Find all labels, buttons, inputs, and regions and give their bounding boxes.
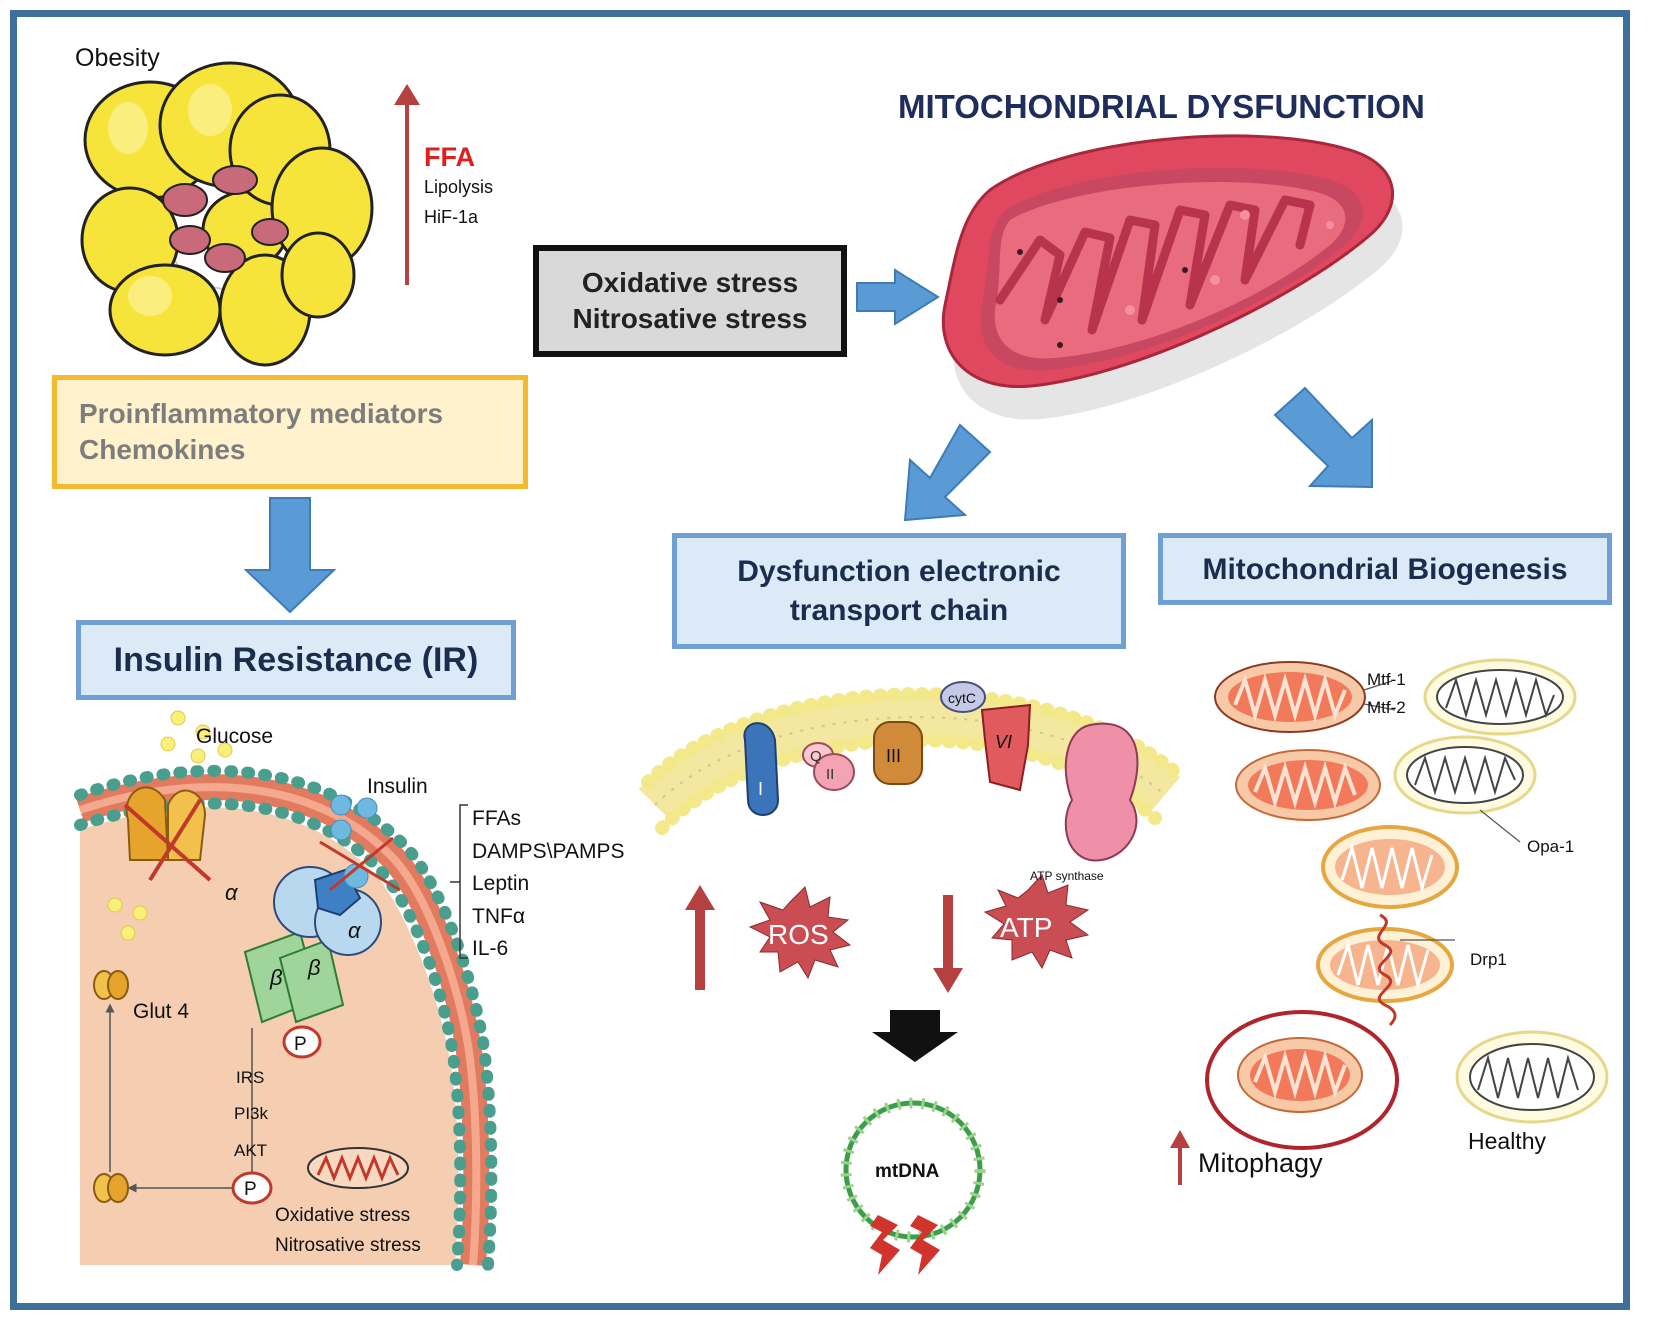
mtf1-label: Mtf-1	[1367, 670, 1406, 689]
glut4-label: Glut 4	[133, 1000, 190, 1023]
ffa-label: FFA	[424, 142, 475, 172]
factor-item: IL-6	[472, 937, 509, 960]
mito-fission-icon	[1316, 913, 1454, 1027]
black-down-arrow	[872, 1010, 958, 1062]
arrow-mito-to-etc	[903, 423, 992, 522]
small-mitochondrion-icon	[307, 1147, 409, 1189]
factor-item: FFAs	[472, 807, 522, 830]
mtdna-circle-icon	[840, 1097, 986, 1243]
mitophagy-arrowhead-icon	[1170, 1130, 1190, 1148]
opa1-label: Opa-1	[1527, 837, 1575, 856]
ros-up-arrowhead-icon	[685, 885, 715, 910]
insulin-resistance-box: Insulin Resistance (IR)	[76, 620, 516, 700]
biogenesis-label: Mitochondrial Biogenesis	[1202, 552, 1568, 586]
glucose-label: Glucose	[196, 725, 274, 748]
atp-synthase-label: ATP synthase	[1030, 869, 1104, 883]
factor-item: DAMPS\PAMPS	[472, 839, 625, 863]
obesity-label: Obesity	[75, 44, 160, 72]
mtf2-label: Mtf-2	[1367, 698, 1406, 717]
lipolysis-label: Lipolysis	[424, 177, 494, 197]
inflammation-box-line2: Chemokines	[79, 434, 246, 465]
ffa-arrow-head-icon	[394, 84, 420, 105]
inflammation-box: Proinflammatory mediators Chemokines	[52, 375, 528, 489]
mito-fusion-left-icon	[1214, 661, 1366, 733]
atp-synthase-icon	[1064, 722, 1139, 862]
insulin-receptor-icon	[243, 836, 401, 1024]
cytc-icon	[940, 681, 986, 713]
ros-star-icon	[748, 886, 852, 980]
adipocyte-cluster-icon	[80, 61, 374, 367]
mtf1-leader	[1363, 680, 1393, 691]
healthy-mito-icon	[1455, 1030, 1609, 1124]
irs-label: IRS	[236, 1068, 265, 1087]
mtdna-label: mtDNA	[875, 1161, 940, 1182]
drp1-label: Drp1	[1470, 950, 1507, 969]
p-label-akt: P	[244, 1179, 257, 1200]
complex-iii-label: III	[886, 746, 901, 766]
factors-list: FFAs DAMPS\PAMPS Leptin TNFα IL-6	[472, 803, 624, 966]
beta-label-1: β	[269, 965, 283, 990]
insulin-resistance-label: Insulin Resistance (IR)	[113, 640, 479, 679]
mitochondrion-icon	[941, 134, 1403, 420]
cytc-label: cytC	[948, 690, 976, 706]
complex-i-label: I	[758, 779, 763, 799]
akt-label: AKT	[234, 1141, 268, 1160]
arrow-inflammation-to-ir	[243, 497, 337, 614]
figure-frame	[10, 10, 1630, 1310]
arrow-mito-to-biogenesis	[1273, 386, 1373, 489]
dna-damage-lightning-icon	[870, 1215, 940, 1275]
glut4-icon	[93, 970, 129, 1000]
beta-label-2: β	[307, 955, 321, 980]
mtf2-leader	[1363, 703, 1396, 711]
mito-2-right-icon	[1393, 735, 1537, 815]
stress-box: Oxidative stress Nitrosative stress	[533, 245, 847, 357]
arrow-stress-to-mito	[856, 268, 940, 326]
main-title: MITOCHONDRIAL DYSFUNCTION	[898, 88, 1425, 125]
etc-box-line2: transport chain	[789, 594, 1009, 627]
alpha-label-2: α	[348, 918, 362, 943]
complex-ii-label: II	[826, 766, 834, 783]
complex-vi-label: VI	[995, 732, 1012, 752]
stress-box-line2: Nitrosative stress	[572, 303, 808, 334]
glucose-molecules-icon	[107, 710, 233, 941]
healthy-label: Healthy	[1468, 1128, 1546, 1154]
atp-star-icon	[983, 874, 1090, 970]
factor-item: TNFα	[472, 904, 525, 928]
alpha-label-1: α	[225, 880, 239, 905]
opa1-leader	[1479, 809, 1521, 843]
mito-2-left-icon	[1235, 749, 1381, 821]
pi3k-label: PI3k	[234, 1104, 269, 1123]
q-label: Q	[810, 748, 822, 765]
mitophagy-icon	[1205, 1010, 1399, 1150]
complex-ii-icon	[802, 742, 855, 791]
phospho-receptor-circle	[282, 1025, 322, 1059]
p-label-receptor: P	[294, 1034, 307, 1055]
glucose-transporter-icon	[123, 786, 212, 882]
complex-iii-icon	[873, 721, 923, 785]
ros-label: ROS	[768, 919, 829, 950]
complex-vi-icon	[980, 703, 1032, 792]
oxidative-stress-label: Oxidative stress	[275, 1205, 411, 1226]
insulin-molecules-icon	[330, 794, 378, 841]
stress-box-line1: Oxidative stress	[581, 266, 799, 298]
atp-down-arrowhead-icon	[933, 968, 963, 993]
etc-box: Dysfunction electronic transport chain	[672, 533, 1126, 649]
biogenesis-box: Mitochondrial Biogenesis	[1158, 533, 1612, 605]
nitrosative-stress-label: Nitrosative stress	[275, 1235, 421, 1256]
atp-label: ATP	[1000, 912, 1052, 943]
inflammation-box-line1: Proinflammatory mediators	[79, 397, 444, 429]
insulin-label: Insulin	[367, 775, 428, 798]
complex-i-icon	[743, 722, 780, 816]
hif-label: HiF-1a	[424, 207, 479, 227]
factor-item: Leptin	[472, 872, 530, 895]
mito-3-icon	[1321, 825, 1459, 909]
mitophagy-label: Mitophagy	[1198, 1148, 1323, 1178]
mito-fusion-right-icon	[1423, 658, 1577, 736]
glut4-vesicle-icon	[93, 1173, 129, 1203]
factors-bracket	[450, 804, 468, 959]
etc-box-line1: Dysfunction electronic	[737, 555, 1061, 588]
